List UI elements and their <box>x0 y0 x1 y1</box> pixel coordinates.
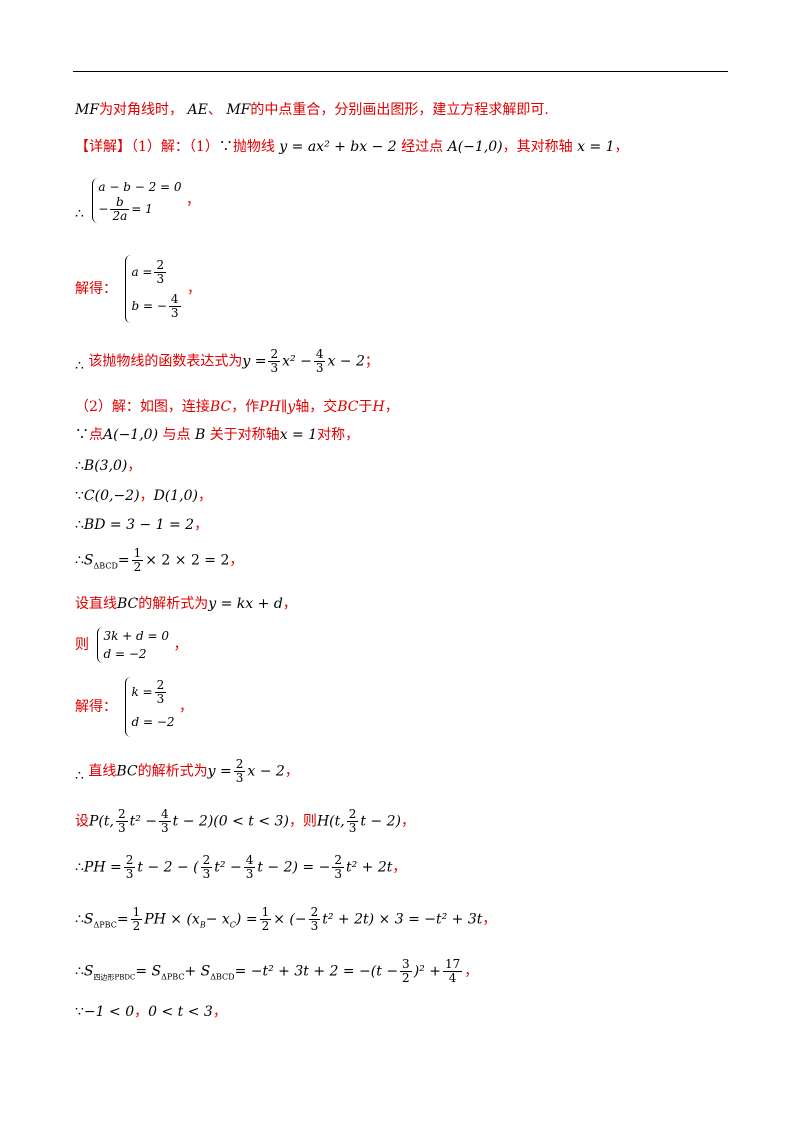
header-rule <box>73 71 728 72</box>
part2-intro: （2）解：如图，连接BC，作PH∥y轴，交BC于H， <box>75 399 399 415</box>
line-bc-setup: 设直线BC的解析式为y = kx + d， <box>75 596 297 612</box>
hint-line: MF为对角线时， AE、 MF的中点重合，分别画出图形，建立方程求解即可. <box>75 102 549 118</box>
equation-system-2: 则 3k + d = 0 d = −2 ， <box>75 627 188 663</box>
detail-line: 【详解】（1）解：（1）∵抛物线 y = ax² + bx − 2 经过点 A(… <box>75 139 629 155</box>
bd-length: ∴BD = 3 − 1 = 2， <box>75 517 209 533</box>
point-b: ∴B(3,0)， <box>75 458 142 474</box>
points-c-d: ∵C(0,−2)，D(1,0)， <box>75 488 212 504</box>
coefficient-condition: ∵−1 < 0，0 < t < 3， <box>75 1004 227 1020</box>
area-quadrilateral: ∴S四边形PBDC= SΔPBC+ SΔBCD= −t² + 3t + 2 = … <box>75 957 479 985</box>
symmetry-line: ∵点A(−1,0) 与点 B 关于对称轴x = 1对称， <box>75 427 360 443</box>
